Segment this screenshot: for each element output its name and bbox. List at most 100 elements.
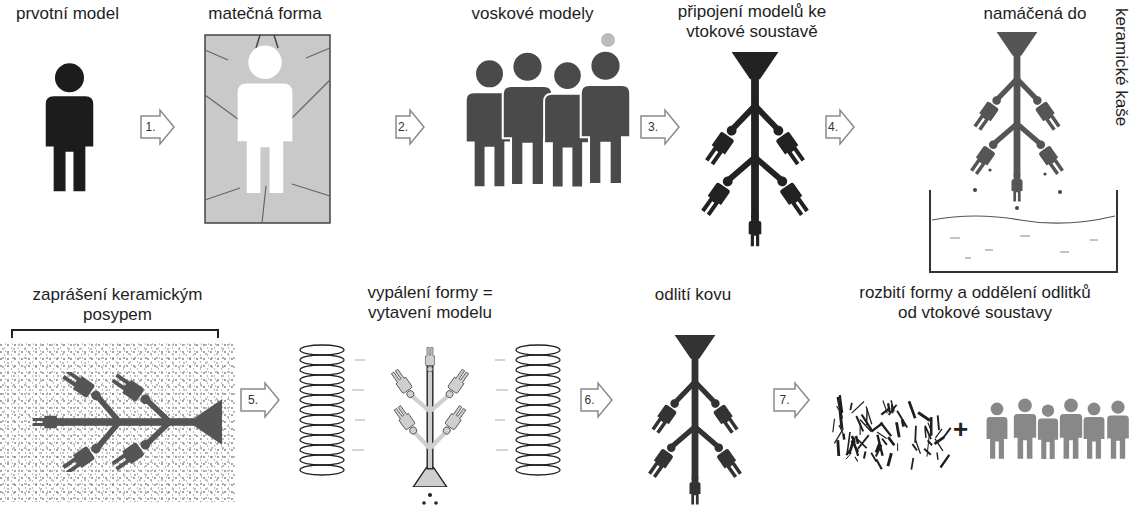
coil-winding (516, 455, 560, 465)
callout-number: 7. (779, 393, 789, 407)
mould-shard (935, 439, 943, 451)
coil-winding (300, 425, 344, 435)
callout-number: 5. (248, 393, 258, 407)
process-step: vypálení formy = vytavení modelu (285, 280, 575, 513)
step-caption: namáčená do (970, 4, 1100, 24)
step-arrow (826, 110, 854, 144)
coil-winding (300, 435, 344, 445)
step-arrow (641, 110, 679, 144)
step-caption: vypálení formy = vytavení modelu (345, 283, 515, 323)
mould-shard (850, 403, 851, 410)
mould-shard (871, 423, 882, 432)
process-step: odlití kovu (618, 280, 768, 513)
step-caption: voskové modely (430, 4, 635, 24)
mould-shard (918, 413, 930, 421)
mould-shard (882, 439, 887, 445)
process-step: namáčená do keramické kaše (860, 0, 1137, 280)
mould-shard (838, 440, 839, 456)
mould-shard (840, 411, 842, 429)
mould-shard (852, 436, 858, 456)
step-arrow (241, 383, 279, 417)
step-arrow (581, 383, 612, 417)
mould-shard (924, 427, 926, 438)
coil-winding (300, 395, 344, 405)
coil-winding (516, 445, 560, 455)
mould-shard (937, 452, 938, 459)
callout-number: 2. (398, 120, 408, 134)
mould-shard (897, 443, 898, 451)
mould-shard (927, 434, 929, 456)
mould-shard (866, 406, 872, 424)
coil-winding (516, 405, 560, 415)
coil-winding (300, 365, 344, 375)
coil-winding (300, 375, 344, 385)
mould-shard (877, 432, 887, 438)
coil-winding (516, 385, 560, 395)
mould-shard (902, 420, 904, 427)
mould-shard (930, 417, 933, 436)
coil-winding (516, 375, 560, 385)
process-step: prvotní model (0, 0, 135, 260)
step-caption: rozbití formy a oddělení odlitků od vtok… (850, 283, 1100, 323)
mould-shard (855, 457, 858, 462)
coil-winding (516, 425, 560, 435)
mould-shard (847, 432, 850, 455)
step-arrow (774, 383, 809, 417)
coil-winding (300, 355, 344, 365)
coil-winding (516, 355, 560, 365)
mould-shard (936, 429, 943, 438)
coil-winding (300, 415, 344, 425)
mould-shard (833, 419, 835, 433)
step-caption: odlití kovu (618, 285, 768, 305)
process-step: zaprášení keramickým posypem (0, 280, 235, 513)
mould-shard (866, 409, 868, 425)
step-arrow (396, 110, 424, 144)
step-caption: matečná forma (180, 4, 350, 24)
mould-shard (914, 426, 917, 443)
callout-number: 3. (648, 120, 658, 134)
mould-shard (912, 444, 917, 451)
coil-winding (300, 385, 344, 395)
callout-number: 1. (145, 120, 155, 134)
mould-shard (858, 440, 867, 449)
coil-winding (516, 345, 560, 355)
coil-winding (516, 435, 560, 445)
vertical-caption: keramické kaše (1110, 8, 1132, 168)
mould-shard (858, 435, 869, 449)
coil-winding (300, 345, 344, 355)
mould-shard (891, 405, 894, 414)
coil-winding (516, 465, 560, 475)
mould-shard (888, 453, 892, 466)
coil-winding (300, 405, 344, 415)
mould-shard (938, 415, 939, 430)
callout-number: 6. (584, 393, 594, 407)
mould-shard (864, 452, 866, 459)
coil-winding (516, 415, 560, 425)
process-step: matečná forma (180, 0, 390, 260)
step-caption: zaprášení keramickým posypem (15, 285, 220, 325)
process-step: připojení modelů ke vtokové soustavě (685, 0, 820, 260)
mould-shard (941, 455, 950, 468)
mould-shard (909, 401, 915, 418)
callout-number: 4. (828, 120, 838, 134)
coil-winding (516, 365, 560, 375)
mould-shard (897, 411, 907, 428)
mould-shard (928, 423, 932, 432)
mould-shard (897, 422, 900, 437)
coil-winding (300, 465, 344, 475)
step-caption: prvotní model (0, 4, 135, 24)
process-step: voskové modely (430, 0, 635, 260)
step-caption: připojení modelů ke vtokové soustavě (663, 2, 841, 42)
mould-shard (876, 459, 882, 469)
plus-sign: + (953, 414, 968, 444)
mould-shard (888, 437, 894, 445)
mould-shard (871, 453, 876, 462)
mould-shard (911, 458, 913, 470)
mould-shard (943, 428, 951, 438)
mould-shard (852, 402, 864, 414)
mould-shard (876, 445, 882, 457)
coil-winding (300, 455, 344, 465)
mould-shard (856, 416, 863, 431)
mould-shard (888, 403, 890, 412)
